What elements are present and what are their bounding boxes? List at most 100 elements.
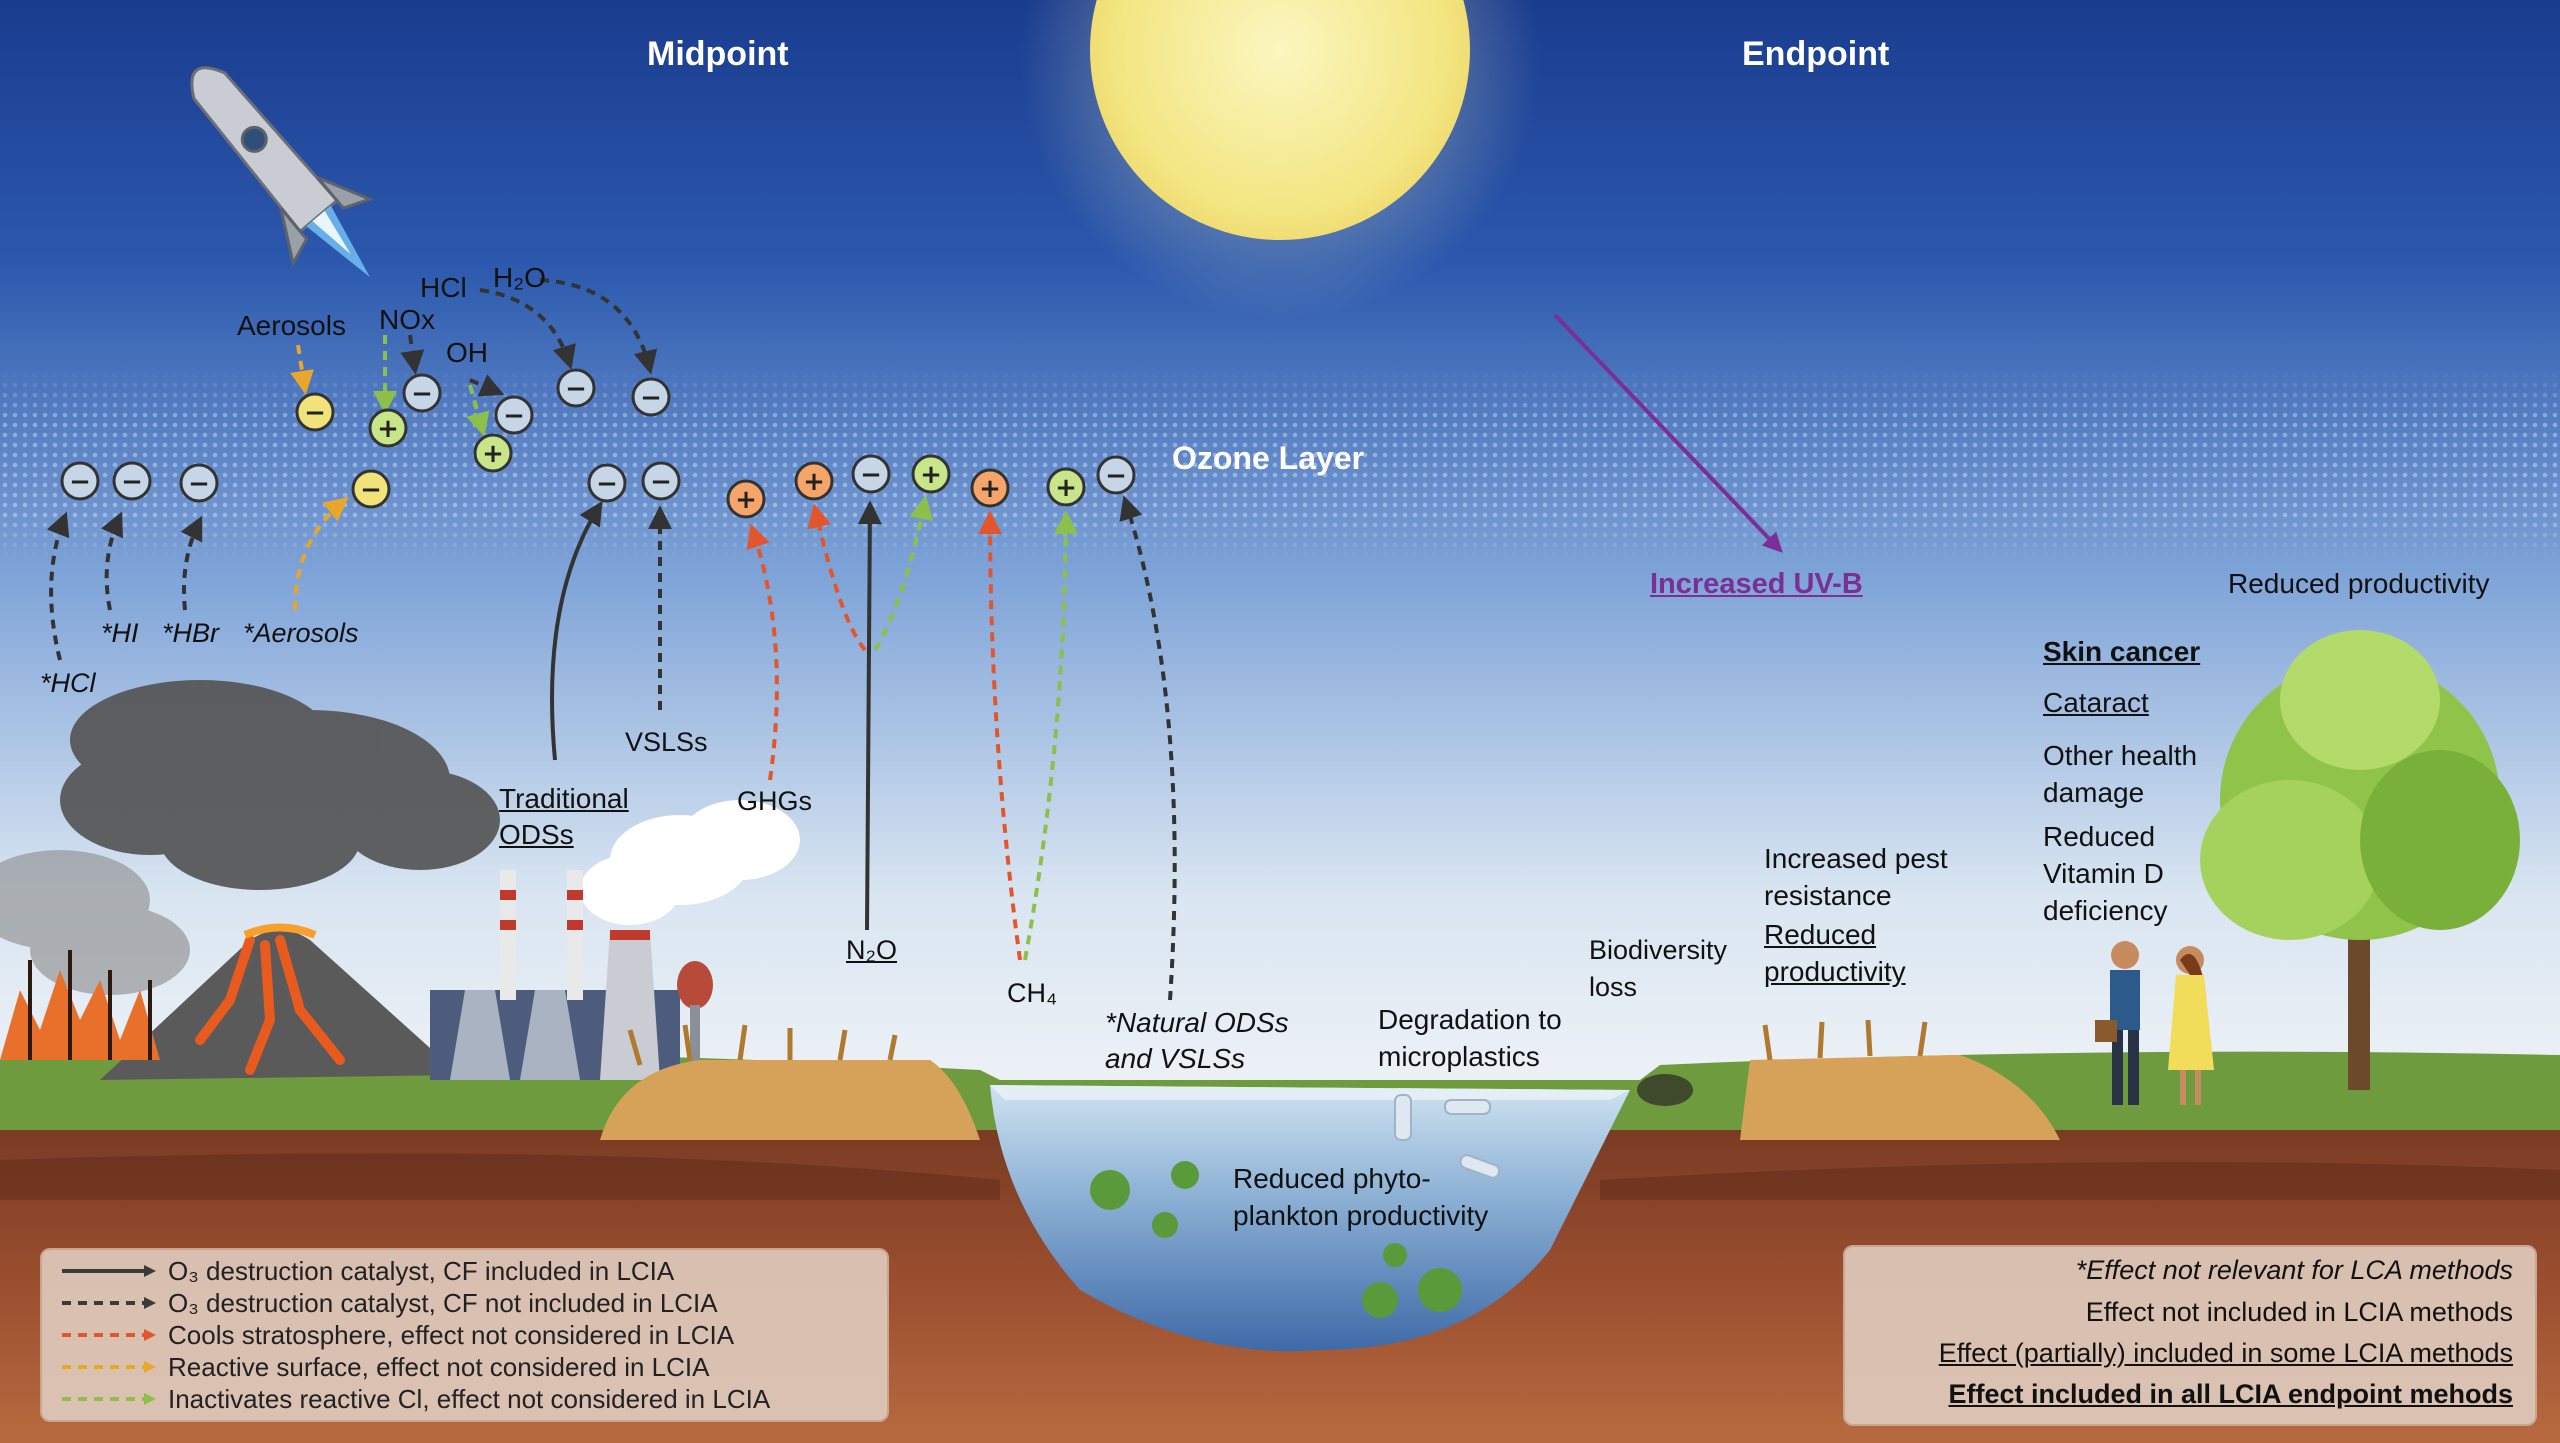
svg-text:+: + bbox=[377, 414, 399, 444]
pond bbox=[990, 1085, 1630, 1352]
wheat-right-stalks bbox=[1762, 1019, 1928, 1061]
svg-text:−: − bbox=[411, 379, 433, 409]
ch4-label: CH₄ bbox=[1007, 978, 1058, 1008]
legend-row: Cools stratosphere, effect not considere… bbox=[60, 1320, 734, 1350]
lava-glow bbox=[243, 923, 317, 939]
other-health-damage-label: Other health damage bbox=[2043, 740, 2198, 808]
aerosols-label: Aerosols bbox=[237, 310, 346, 341]
arrow-nox-dark bbox=[400, 334, 425, 375]
minus-circle: − bbox=[641, 461, 681, 501]
plastic-bottles bbox=[1394, 1094, 1501, 1179]
pest-resistance-label: Increased pest resistance bbox=[1764, 843, 1948, 911]
arrow-aerosols-star bbox=[293, 496, 349, 611]
reduced-productivity-crops-label: Reduced productivity bbox=[1764, 919, 1906, 987]
soil-dark-layer-right bbox=[1600, 1162, 2560, 1200]
effect-key: *Effect not relevant for LCA methods Eff… bbox=[1843, 1245, 2537, 1426]
rocket bbox=[190, 66, 374, 278]
hcl-label: HCl bbox=[420, 272, 467, 303]
arrow-aerosols bbox=[290, 344, 314, 395]
legend-line-dashed-yellow bbox=[62, 1361, 156, 1373]
svg-text:+: + bbox=[735, 485, 757, 515]
lava bbox=[195, 935, 345, 1075]
skin-cancer-label: Skin cancer bbox=[2043, 636, 2201, 667]
minus-circle-yellow: − bbox=[295, 392, 335, 432]
vslss-label: VSLSs bbox=[625, 727, 708, 757]
svg-text:−: − bbox=[596, 469, 618, 499]
vitamin-d-label: Reduced Vitamin D deficiency bbox=[2043, 821, 2168, 926]
arrow-ghgs bbox=[746, 523, 779, 781]
svg-text:+: + bbox=[1055, 473, 1077, 503]
increased-uvb-label: Increased UV-B bbox=[1650, 568, 1863, 600]
frog bbox=[1637, 1074, 1693, 1106]
minus-circle: − bbox=[112, 461, 152, 501]
oh-label: OH bbox=[446, 337, 488, 368]
legend-line-dashed-green bbox=[62, 1393, 156, 1405]
arrow-oh-green bbox=[466, 384, 490, 437]
arrow-hbr-star bbox=[180, 515, 203, 611]
n2o-label: N₂O bbox=[846, 935, 897, 965]
legend-line-dashed-dark bbox=[62, 1297, 156, 1309]
svg-text:−: − bbox=[121, 467, 143, 497]
arrow-legend: O₃ destruction catalyst, CF included in … bbox=[40, 1248, 889, 1422]
minus-circle: − bbox=[179, 463, 219, 503]
key-not-relevant: *Effect not relevant for LCA methods bbox=[2075, 1255, 2513, 1285]
svg-text:−: − bbox=[860, 460, 882, 490]
arrow-hcl-star bbox=[46, 511, 70, 661]
svg-text:−: − bbox=[304, 398, 326, 428]
key-not-included: Effect not included in LCIA methods bbox=[2085, 1297, 2513, 1327]
legend-label: Reactive surface, effect not considered … bbox=[168, 1351, 710, 1382]
endpoint-header: Endpoint bbox=[1742, 35, 1890, 73]
legend-line-solid-dark bbox=[62, 1265, 156, 1277]
arrow-hi-star bbox=[101, 511, 123, 611]
legend-label: Cools stratosphere, effect not considere… bbox=[168, 1319, 735, 1350]
minus-circle: − bbox=[1096, 455, 1136, 495]
svg-text:−: − bbox=[503, 401, 525, 431]
minus-circle: − bbox=[631, 377, 671, 417]
svg-text:+: + bbox=[482, 439, 504, 469]
wheat-right bbox=[1740, 1055, 2060, 1140]
effect-circles: − − − − − − − − − − − − − + + + + + + + bbox=[60, 368, 1136, 519]
arrow-n2o-orange bbox=[807, 503, 867, 652]
key-all-included: Effect included in all LCIA endpoint meh… bbox=[1948, 1379, 2513, 1409]
microplastics-label: Degradation to microplastics bbox=[1378, 1004, 1562, 1072]
phytoplankton bbox=[1090, 1161, 1462, 1318]
arrow-natural-odss bbox=[1119, 495, 1177, 1001]
legend-line-dashed-orange bbox=[62, 1329, 156, 1341]
minus-circle: − bbox=[494, 395, 534, 435]
biodiversity-loss-label: Biodiversity loss bbox=[1589, 935, 1728, 1002]
hcl-star-label: *HCl bbox=[40, 668, 96, 698]
phytoplankton-label: Reduced phyto- plankton productivity bbox=[1233, 1163, 1489, 1231]
svg-text:−: − bbox=[650, 467, 672, 497]
wheat-left-stalks bbox=[627, 1024, 898, 1066]
volcano-smoke bbox=[60, 680, 500, 890]
arrow-h2o bbox=[539, 278, 658, 375]
ozone-layer-label: Ozone Layer bbox=[1172, 440, 1365, 476]
arrow-n2o-green bbox=[873, 495, 933, 652]
arrow-ch4-orange bbox=[978, 510, 1022, 961]
pond-surface bbox=[990, 1085, 1630, 1100]
sun bbox=[1090, 0, 1470, 240]
minus-circle: − bbox=[402, 373, 442, 413]
legend-label: O₃ destruction catalyst, CF included in … bbox=[168, 1255, 675, 1286]
legend-row: O₃ destruction catalyst, CF not included… bbox=[60, 1288, 718, 1318]
arrow-oh-dark bbox=[469, 374, 505, 397]
volcano bbox=[100, 930, 460, 1080]
nox-label: NOx bbox=[379, 304, 435, 335]
arrow-traditional-ods bbox=[550, 500, 603, 761]
wildfire bbox=[0, 970, 160, 1060]
svg-text:+: + bbox=[979, 474, 1001, 504]
legend-label: Inactivates reactive Cl, effect not cons… bbox=[168, 1383, 771, 1414]
traditional-odss-label: Traditional ODSs bbox=[499, 783, 629, 850]
minus-circle-yellow: − bbox=[351, 469, 391, 509]
minus-circle: − bbox=[851, 454, 891, 494]
factory-steam bbox=[580, 800, 800, 925]
key-partially-included: Effect (partially) included in some LCIA… bbox=[1938, 1338, 2513, 1368]
svg-text:−: − bbox=[1105, 461, 1127, 491]
plus-circle-orange: + bbox=[726, 479, 766, 519]
legend-row: Reactive surface, effect not considered … bbox=[60, 1352, 709, 1382]
plus-circle-green: + bbox=[473, 433, 513, 473]
svg-text:+: + bbox=[803, 467, 825, 497]
svg-text:−: − bbox=[69, 467, 91, 497]
arrow-n2o-solid bbox=[857, 500, 882, 931]
